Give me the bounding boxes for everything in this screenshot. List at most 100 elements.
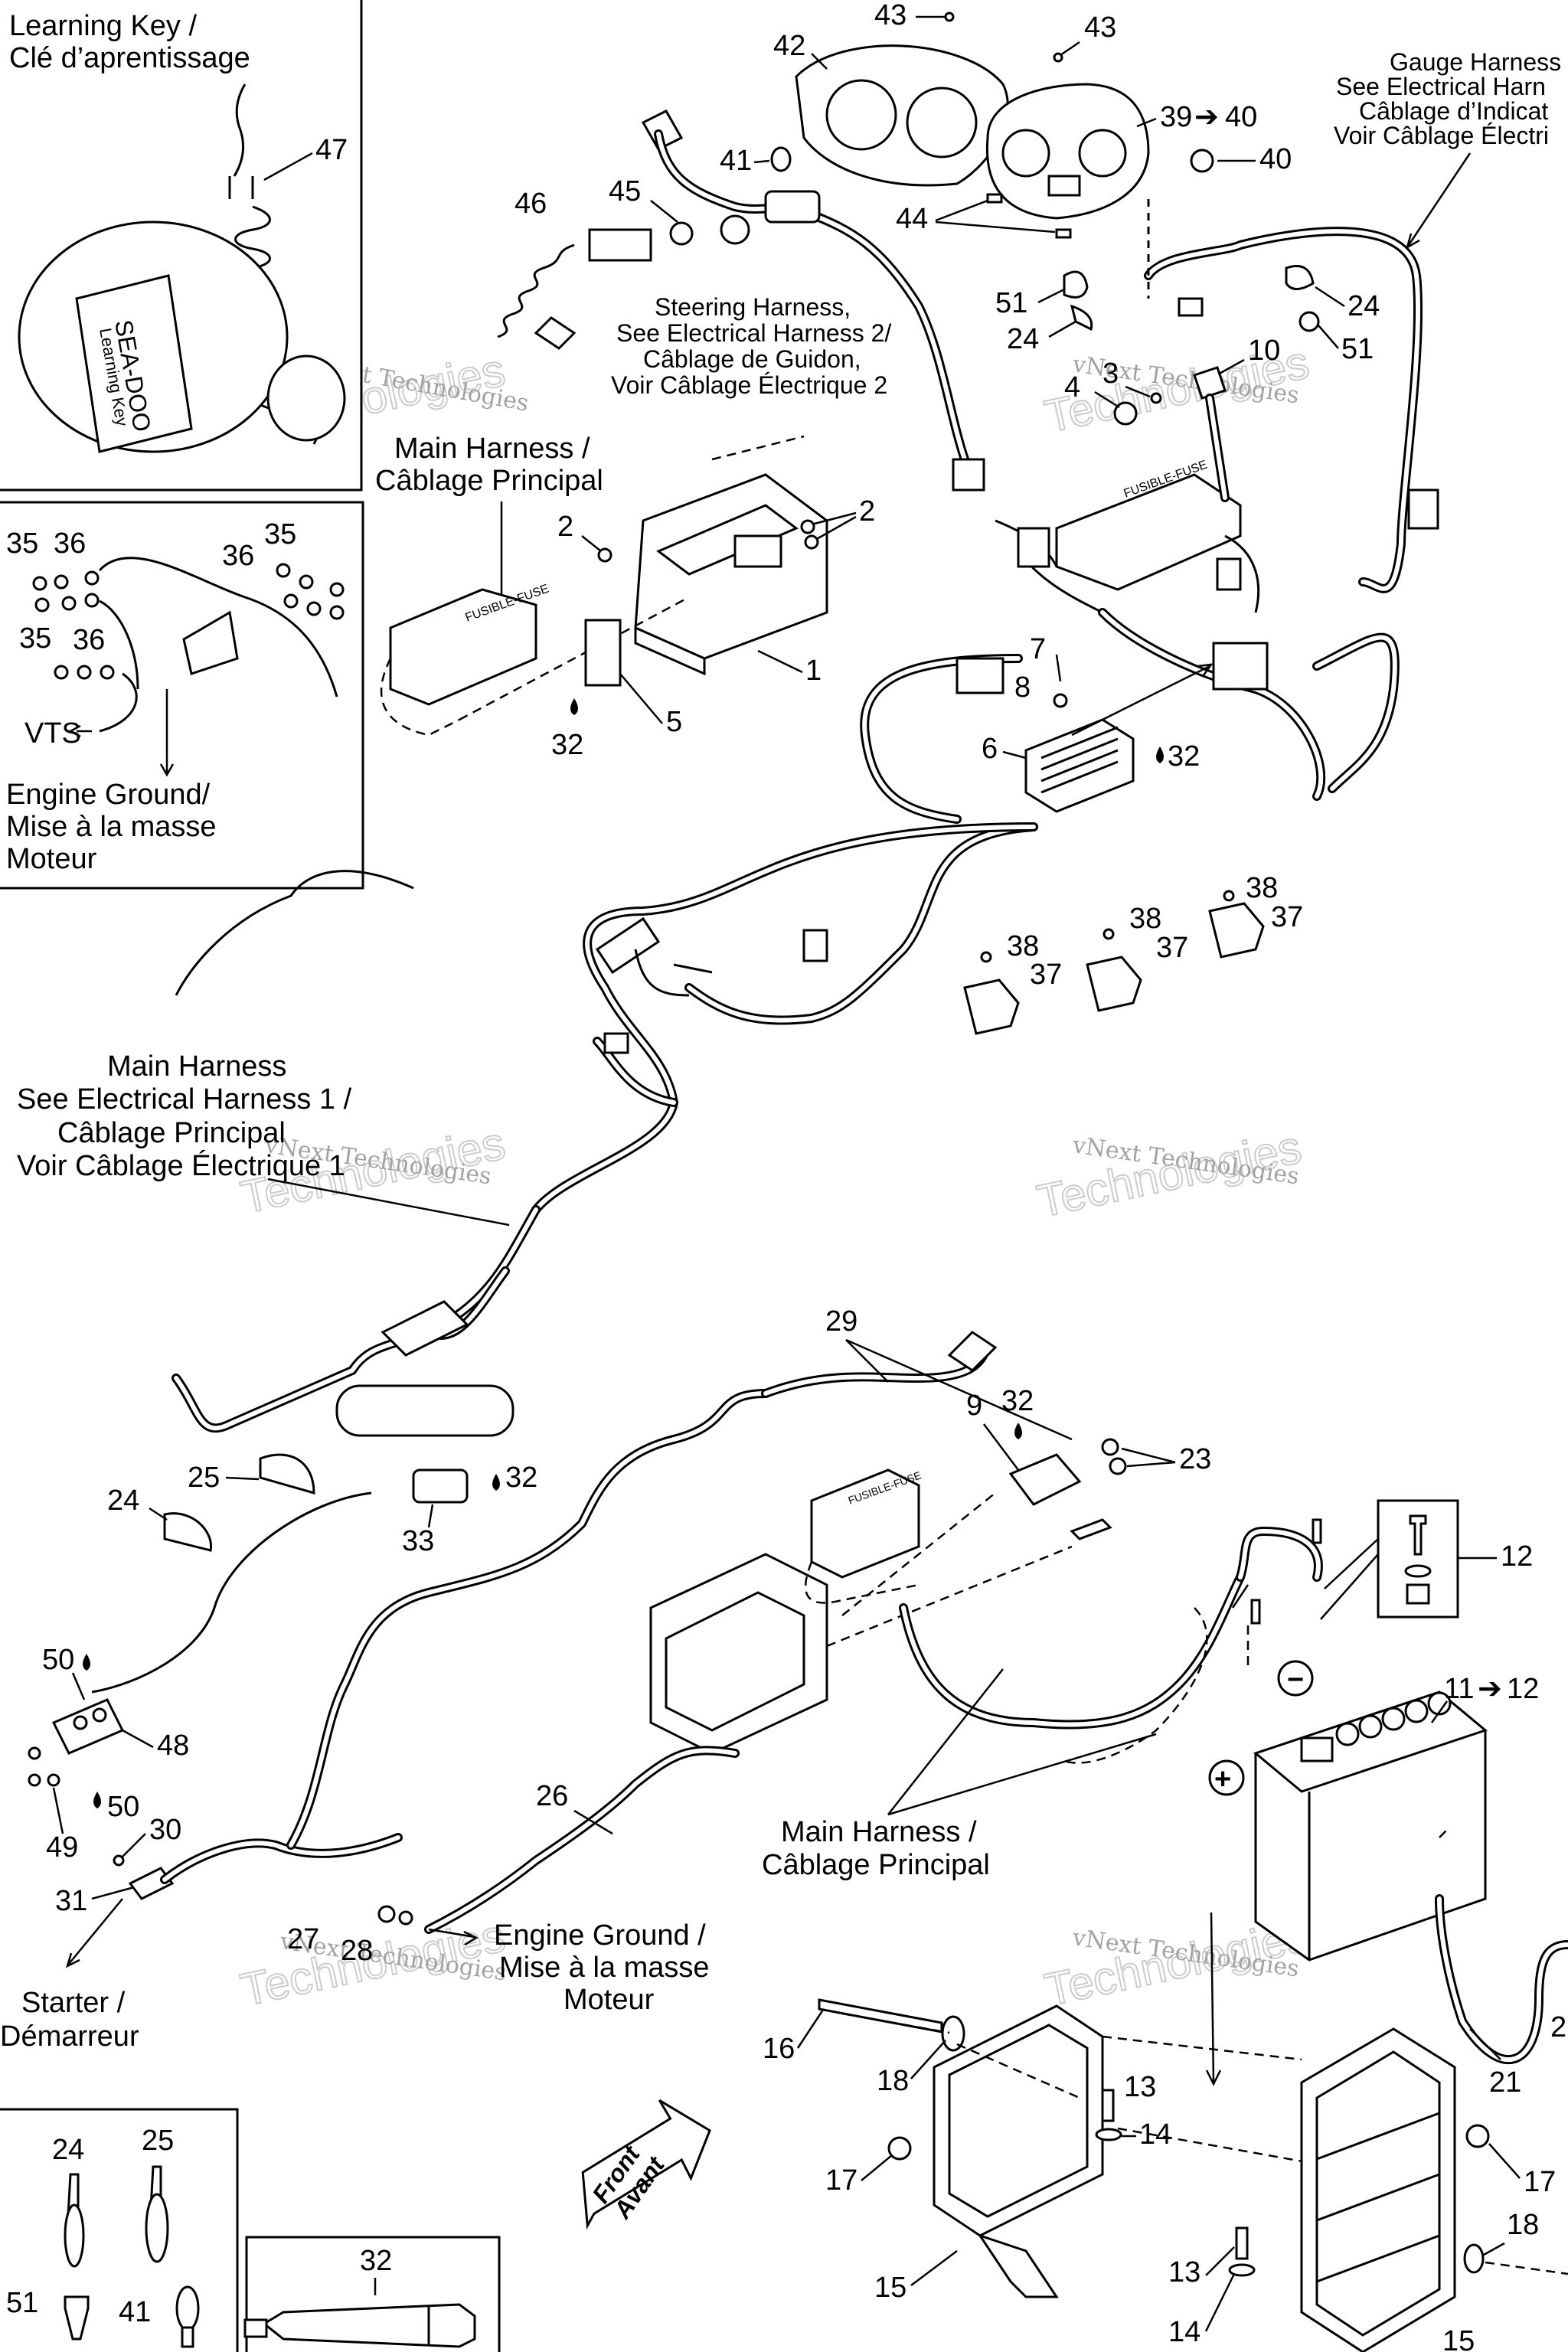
clip-group-top: 51 24 24 51: [995, 265, 1380, 365]
wire-lead: [91, 1491, 372, 1694]
callout-40: 40: [1259, 143, 1292, 175]
nut: [1113, 401, 1138, 426]
front-direction-arrow: Front Avant: [581, 2099, 711, 2230]
callout-18: 18: [1507, 2209, 1539, 2241]
clamp: [1208, 902, 1265, 959]
vts-label: VTS: [24, 717, 81, 750]
callout-5: 5: [666, 706, 682, 738]
svg-text:See Electrical Harn: See Electrical Harn: [1336, 73, 1546, 100]
callout-35: 35: [19, 622, 51, 655]
callout-16: 16: [763, 2033, 795, 2065]
front-arrow-icon: [581, 2099, 711, 2230]
ground-terminal: [182, 610, 239, 675]
grease-tube-inset: 32: [243, 2236, 501, 2352]
harness-connector: [956, 657, 1004, 694]
callout-1: 1: [805, 655, 822, 687]
harness-connector: [1212, 642, 1269, 691]
engine-ground-caption: Engine Ground/: [6, 779, 211, 811]
o-ring-icon: [175, 2285, 200, 2331]
callout-12-ref: 12: [1507, 1673, 1539, 1705]
ground-cable: [99, 599, 139, 690]
callout-32: 32: [1168, 740, 1200, 773]
voltage-regulator: 6 32 7 8: [982, 633, 1214, 813]
svg-text:Voir Câblage Électrique 1: Voir Câblage Électrique 1: [17, 1149, 345, 1182]
sealant-drop-icon: [492, 1474, 500, 1491]
callout-11: 11: [1444, 1673, 1474, 1705]
callout-28: 28: [341, 1935, 373, 1967]
callout-38: 38: [1007, 930, 1039, 962]
callout-44: 44: [896, 203, 928, 235]
terminal: [128, 1867, 175, 1900]
battery-top: [1253, 1690, 1488, 1793]
harness-connector: [1407, 488, 1439, 530]
sensor-48: [51, 1698, 125, 1755]
battery-cable-21: [1435, 1894, 1568, 2065]
callout-39: 39: [1160, 101, 1192, 133]
sealant-drop-icon: [83, 1654, 90, 1671]
callout-42: 42: [773, 30, 805, 62]
sealant-drop-icon: [570, 698, 578, 715]
callout-37: 37: [1030, 959, 1062, 991]
callout-51: 51: [6, 2287, 38, 2319]
callout-14: 14: [1168, 2316, 1200, 2348]
callout-41: 41: [119, 2296, 151, 2328]
callout-7: 7: [1030, 633, 1046, 665]
gauge-cluster: [985, 83, 1150, 220]
harness-connector: [603, 1032, 629, 1054]
sealant-drop-icon: [1156, 746, 1164, 763]
callout-17: 17: [825, 2164, 858, 2197]
callout-27: 27: [287, 1923, 319, 1955]
callout-31: 31: [55, 1885, 87, 1917]
callout-43: 43: [1084, 11, 1116, 44]
clip: [1063, 270, 1089, 299]
cable-tie: [163, 1512, 213, 1552]
harness-connector: [381, 1300, 469, 1357]
callout-35: 35: [264, 518, 296, 550]
gauge-display: [1047, 175, 1081, 197]
engine-ground-caption-lower: Engine Ground / Mise à la masse Moteur: [494, 1919, 710, 2016]
clip: [1285, 265, 1315, 290]
engine-ground-caption-fr: Mise à la masse: [6, 811, 217, 843]
callout-33: 33: [402, 1525, 434, 1557]
callout-24: 24: [1007, 323, 1039, 355]
clamp: [1086, 956, 1142, 1012]
svg-text:Câblage Principal: Câblage Principal: [762, 1849, 990, 1881]
svg-text:Steering Harness,: Steering Harness,: [655, 293, 851, 321]
callout-39-arrow: ➔: [1194, 101, 1219, 133]
callout-38: 38: [1129, 903, 1161, 935]
battery-tray-right: 17 18 13 14 15: [1168, 1912, 1568, 2352]
vts-lead: [99, 672, 138, 733]
sealant-drop-icon: [1014, 1423, 1022, 1439]
harness-connector: [764, 190, 821, 224]
callout-46: 46: [514, 188, 547, 220]
cable-terminal-29: [947, 1331, 998, 1372]
harness-sleeve: [335, 1384, 514, 1437]
lower-left-parts: 24 25 33 32 50 48 49 50 30 31: [0, 1453, 537, 2053]
grease-tube-icon: [262, 2303, 476, 2348]
callout-15: 15: [1442, 2325, 1475, 2352]
tether-clip: [534, 316, 577, 350]
callout-49: 49: [46, 1831, 78, 1864]
callout-30: 30: [149, 1814, 181, 1846]
svg-text:Gauge Harness: Gauge Harness: [1390, 48, 1561, 76]
tie: [1070, 304, 1093, 332]
svg-text:Main Harness: Main Harness: [107, 1050, 286, 1083]
coil-cord: [497, 243, 575, 338]
callout-15: 15: [874, 2272, 906, 2304]
callout-24: 24: [52, 2134, 84, 2166]
callout-45: 45: [609, 175, 641, 207]
callout-2: 2: [557, 511, 573, 543]
callout-36: 36: [222, 540, 254, 572]
callout-23: 23: [1179, 1443, 1211, 1475]
callout-32: 32: [360, 2245, 392, 2277]
connector-33: [412, 1468, 469, 1504]
callout-13: 13: [1124, 2071, 1156, 2103]
plus-icon: +: [1214, 1763, 1231, 1795]
steering-harness-caption: Steering Harness, See Electrical Harness…: [611, 293, 891, 399]
callout-10: 10: [1248, 335, 1280, 367]
o-ring: [770, 146, 792, 172]
learning-key-caption-fr: Clé d’aprentissage: [9, 42, 250, 74]
callout-17: 17: [1524, 2166, 1556, 2198]
bracket-block: [733, 534, 782, 568]
